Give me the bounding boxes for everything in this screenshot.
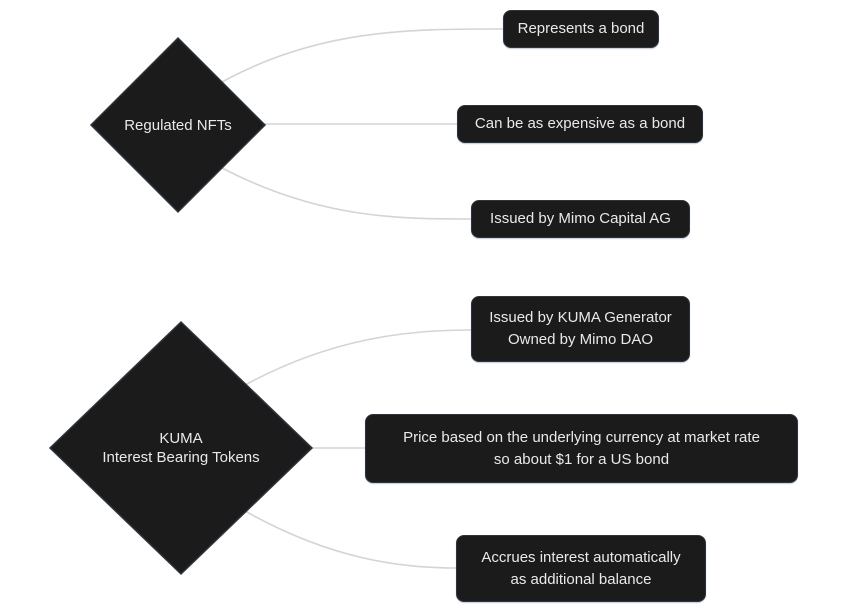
child-node-expensive-as-bond: Can be as expensive as a bond	[457, 105, 703, 143]
connector-regulated-to-represents	[221, 28, 504, 83]
child-node-issued-by-kuma-generator: Issued by KUMA Generator Owned by Mimo D…	[471, 296, 690, 362]
child-node-price-underlying-currency: Price based on the underlying currency a…	[365, 414, 798, 483]
root-node-regulated-nfts	[89, 36, 267, 214]
connector-regulated-to-issued-mimo	[221, 167, 472, 220]
connector-kuma-to-generator	[244, 329, 472, 386]
child-node-accrues-interest: Accrues interest automatically as additi…	[456, 535, 706, 602]
connector-kuma-to-accrues	[244, 510, 457, 569]
child-node-issued-by-mimo-capital: Issued by Mimo Capital AG	[471, 200, 690, 238]
child-node-represents-a-bond: Represents a bond	[503, 10, 659, 48]
root-node-kuma-tokens	[48, 320, 314, 576]
